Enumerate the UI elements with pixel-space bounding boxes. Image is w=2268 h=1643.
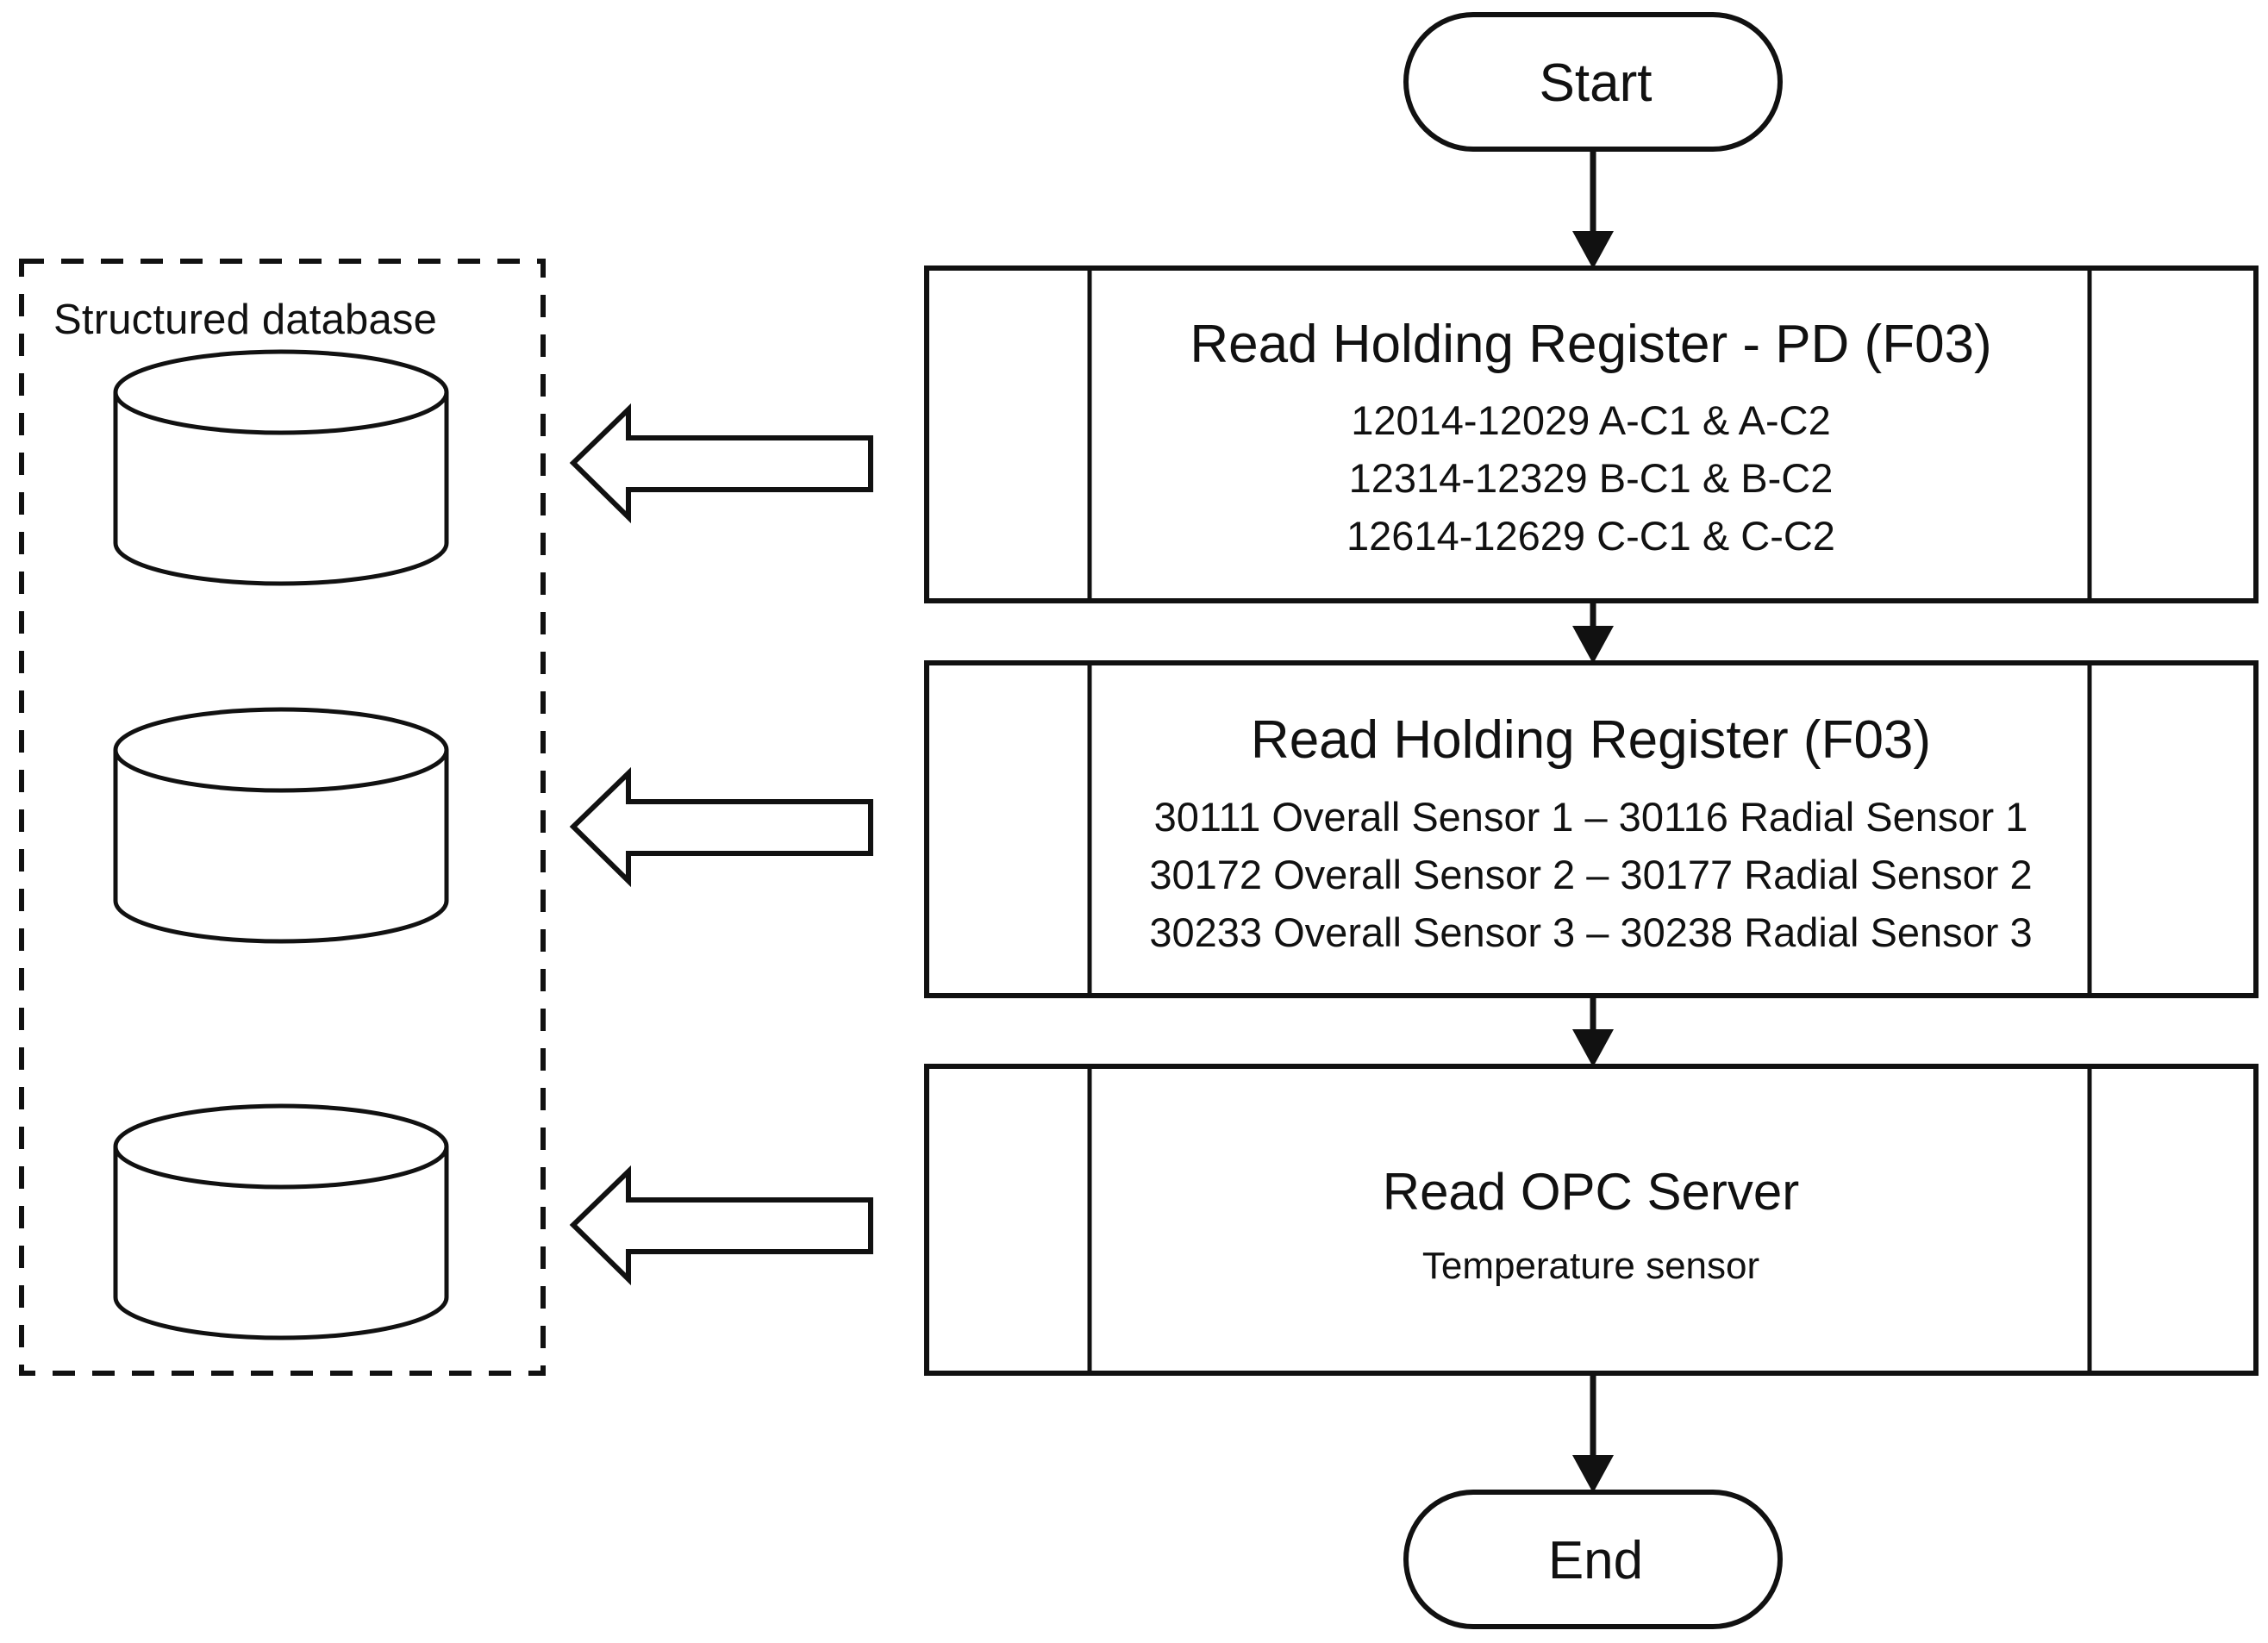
step-2-line-2: 30172 Overall Sensor 2 – 30177 Radial Se… — [1149, 852, 2033, 897]
step-3-shape[interactable] — [924, 1064, 2259, 1376]
step-3-line-1: Temperature sensor — [1421, 1245, 1760, 1287]
data-arrow-1 — [569, 403, 873, 524]
end-node-shape[interactable] — [1403, 1490, 1783, 1629]
step-2-line-3: 30233 Overall Sensor 3 – 30238 Radial Se… — [1149, 909, 2033, 955]
database-cylinder-3[interactable] — [113, 1103, 449, 1340]
step-3-title: Read OPC Server — [1382, 1163, 1800, 1221]
step-1-shape[interactable] — [924, 266, 2259, 603]
database-cylinder-2[interactable] — [113, 707, 449, 944]
data-arrow-2 — [569, 766, 873, 888]
start-node-label: Start — [1539, 53, 1653, 113]
connector-step-2-to-step-3 — [1572, 996, 1614, 1067]
step-1-line-2: 12314-12329 B-C1 & B-C2 — [1348, 455, 1834, 501]
step-2-line-1: 30111 Overall Sensor 1 – 30116 Radial Se… — [1153, 794, 2028, 840]
end-node-label: End — [1547, 1531, 1644, 1590]
structured-database-container — [19, 259, 546, 1376]
step-1-line-3: 12614-12629 C-C1 & C-C2 — [1346, 513, 1835, 559]
data-arrow-3 — [569, 1165, 873, 1286]
connector-start-to-step-1 — [1572, 149, 1614, 269]
database-cylinder-1[interactable] — [113, 349, 449, 586]
connector-step-3-to-end — [1572, 1373, 1614, 1493]
step-2-title: Read Holding Register (F03) — [1250, 710, 1932, 770]
structured-database-label: Structured database — [53, 297, 438, 343]
step-1-title: Read Holding Register - PD (F03) — [1190, 315, 1992, 374]
step-1-line-1: 12014-12029 A-C1 & A-C2 — [1351, 397, 1831, 443]
connector-step-1-to-step-2 — [1572, 601, 1614, 664]
